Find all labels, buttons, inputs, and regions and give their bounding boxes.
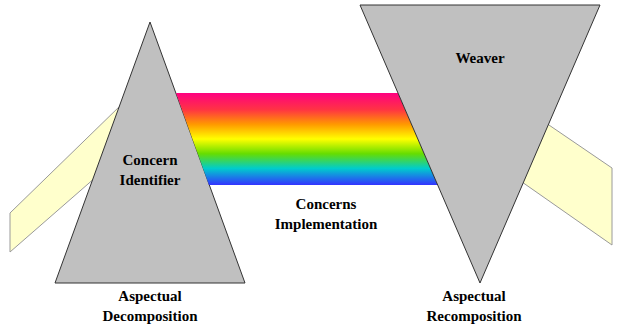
inverted-prism-triangle-outline: [355, 0, 605, 329]
node-caption: Aspectual Decomposition: [103, 288, 198, 324]
inverted-prism-triangle: [360, 5, 600, 283]
node-label: Weaver: [455, 50, 504, 66]
text-slot: Aspectual Decomposition: [85, 286, 215, 326]
node-caption: Aspectual Recomposition: [427, 288, 522, 324]
text-slot: Aspectual Recomposition: [409, 286, 539, 326]
text-slot: Weaver: [430, 48, 530, 68]
rainbow-band: [176, 93, 438, 185]
node-label: Concern Identifier: [120, 152, 181, 188]
text-slot: Concern Identifier: [100, 150, 200, 190]
text-slot: Concerns Implementation: [261, 194, 391, 234]
node-label: Concerns Implementation: [275, 196, 378, 232]
rainbow-band: Concerns Implementation: [170, 88, 445, 248]
inverted-prism-triangle: WeaverAspectual Recomposition: [355, 0, 605, 329]
